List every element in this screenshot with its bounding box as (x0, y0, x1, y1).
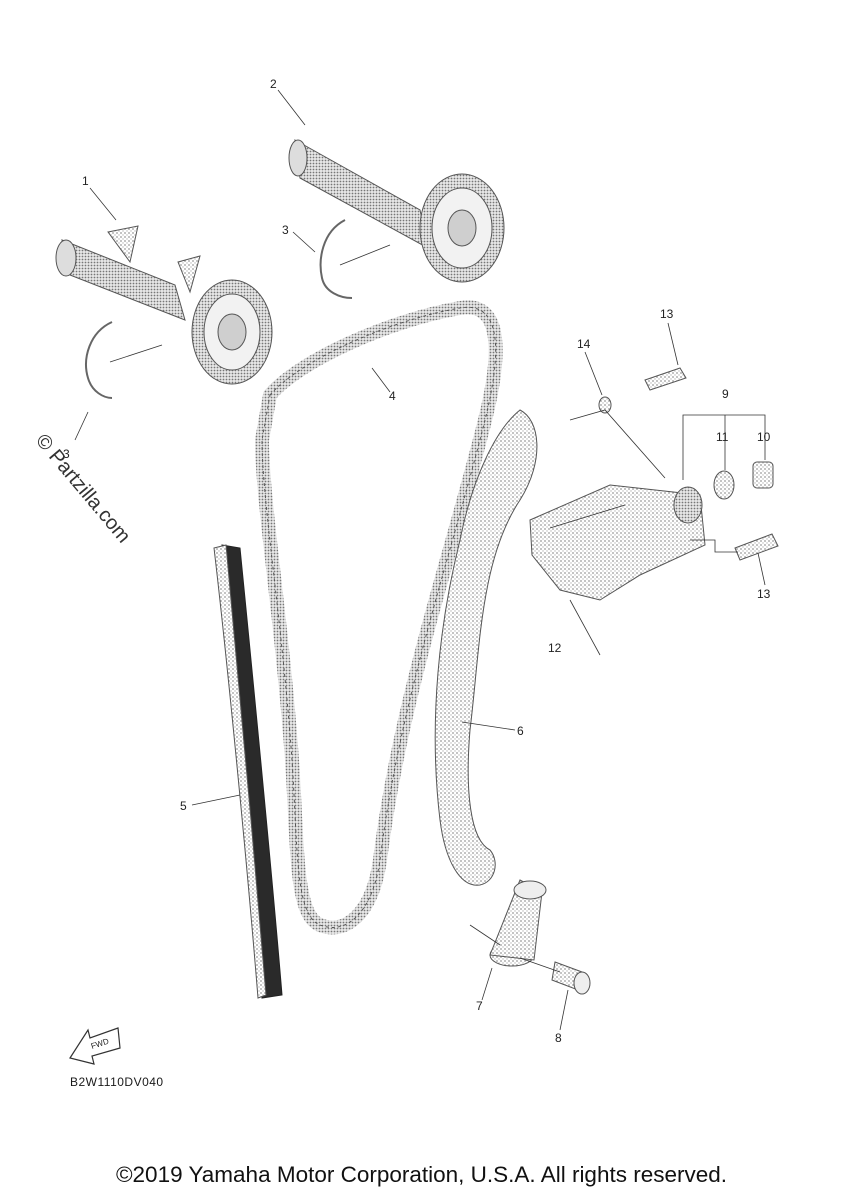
callout-13-upper: 13 (660, 307, 674, 321)
collar-7 (489, 879, 547, 967)
camshaft-1 (55, 225, 273, 385)
part-10 (752, 461, 774, 489)
camshaft-2 (288, 139, 505, 283)
drawing-code: B2W1110DV040 (70, 1075, 164, 1089)
copyright-notice: ©2019 Yamaha Motor Corporation, U.S.A. A… (115, 1162, 728, 1187)
bolt-8 (551, 961, 591, 995)
callout-8: 8 (555, 1031, 562, 1045)
tensioner-12 (529, 484, 706, 601)
callout-3-upper: 3 (282, 223, 289, 237)
tensioner-guide-6 (434, 409, 538, 886)
clip-3-upper (319, 219, 353, 299)
callout-14: 14 (577, 337, 591, 351)
bolt-13-upper (644, 367, 687, 391)
callout-2: 2 (270, 77, 277, 91)
callout-12: 12 (548, 641, 562, 655)
leader-lines (74, 89, 766, 1031)
clip-3-lower (85, 321, 113, 399)
callout-1: 1 (82, 174, 89, 188)
callout-5: 5 (180, 799, 187, 813)
callout-10: 10 (757, 430, 771, 444)
callout-3-lower: 3 (63, 447, 70, 461)
timing-chain-4 (254, 300, 503, 935)
part-11 (713, 470, 735, 500)
screw-14 (598, 396, 612, 414)
chain-guide-5 (213, 544, 283, 999)
callout-numbers: 1 2 3 3 4 5 6 7 8 9 10 11 12 13 13 14 (63, 77, 771, 1045)
callout-13-lower: 13 (757, 587, 771, 601)
callout-4: 4 (389, 389, 396, 403)
callout-11: 11 (716, 430, 729, 444)
callout-6: 6 (517, 724, 524, 738)
fwd-arrow-icon: FWD (69, 1027, 121, 1065)
callout-7: 7 (476, 999, 483, 1013)
bolt-13-lower (734, 533, 779, 561)
callout-9: 9 (722, 387, 729, 401)
